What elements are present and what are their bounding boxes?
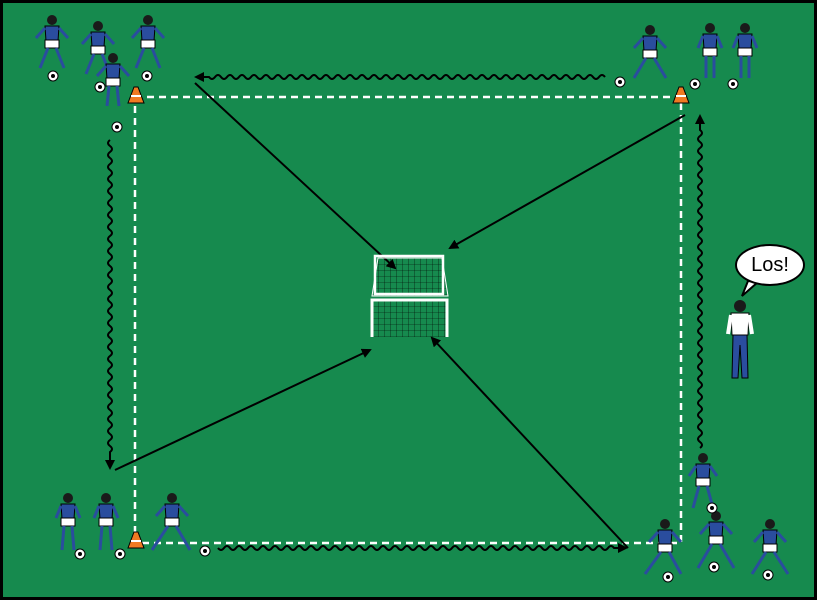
player-icon	[150, 493, 192, 551]
player-icon	[130, 15, 166, 69]
ball-icon	[94, 81, 106, 93]
player-icon	[34, 15, 70, 69]
player-icon	[54, 493, 82, 551]
player-icon	[632, 25, 668, 79]
speech-text: Los!	[751, 253, 789, 276]
ball-icon	[114, 548, 126, 560]
player-icon	[731, 23, 759, 78]
ball-icon	[708, 561, 720, 573]
ball-icon	[111, 121, 123, 133]
ball-icon	[74, 548, 86, 560]
ball-icon	[727, 78, 739, 90]
player-icon	[80, 21, 116, 75]
shot-arrow-bottom-left	[114, 348, 372, 471]
ball-icon	[199, 545, 211, 557]
dribble-path-left	[105, 139, 115, 470]
ball-icon	[141, 70, 153, 82]
cone-icon	[127, 86, 145, 104]
ball-icon	[614, 76, 626, 88]
ball-icon	[662, 571, 674, 583]
player-icon	[696, 511, 736, 569]
player-icon	[95, 53, 131, 107]
shot-arrow-top-right	[448, 114, 686, 249]
cone-icon	[127, 531, 145, 549]
cone-icon	[672, 86, 690, 104]
goal-icon	[371, 254, 449, 297]
dribble-path-bottom	[217, 543, 628, 553]
dribble-path-right	[695, 114, 705, 449]
player-icon	[696, 23, 724, 78]
dribble-path-top	[194, 72, 606, 82]
player-icon	[643, 519, 683, 575]
player-icon	[750, 519, 790, 575]
player-icon	[92, 493, 120, 551]
shot-arrow-bottom-right	[430, 336, 629, 549]
shot-arrow-top-left	[194, 82, 397, 270]
goal-icon	[370, 298, 449, 337]
coach-icon	[726, 300, 754, 379]
ball-icon	[762, 569, 774, 581]
ball-icon	[706, 502, 718, 514]
dashed-square	[133, 95, 683, 545]
speech-bubble: Los!	[735, 244, 805, 286]
player-icon	[687, 453, 719, 509]
ball-icon	[47, 70, 59, 82]
ball-icon	[689, 78, 701, 90]
